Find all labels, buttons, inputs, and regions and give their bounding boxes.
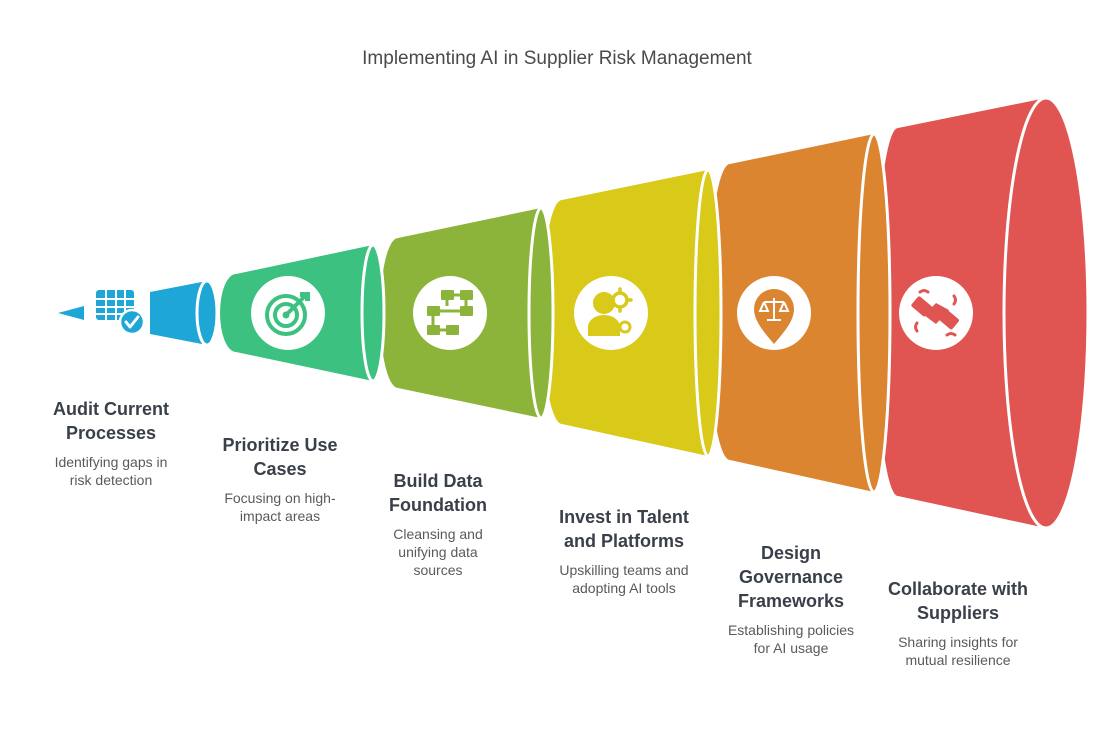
funnel-segment-6: [876, 96, 1090, 530]
funnel-segment-1: [150, 279, 219, 347]
stage-6-description: Sharing insights for mutual resilience: [898, 634, 1018, 668]
spreadsheet-check-icon: [96, 290, 146, 336]
diagram-title: Implementing AI in Supplier Risk Managem…: [362, 48, 752, 69]
stage-5-title: Design Governance Frameworks: [737, 543, 845, 611]
stage-4-description: Upskilling teams and adopting AI tools: [559, 562, 689, 596]
stage-1-description: Identifying gaps in risk detection: [54, 454, 168, 488]
stage-6-title: Collaborate with Suppliers: [888, 579, 1029, 623]
stage-3-text: Build Data Foundation Cleansing and unif…: [380, 469, 496, 579]
stage-5-text: Design Governance Frameworks Establishin…: [714, 541, 868, 657]
stage-1-text: Audit Current Processes Identifying gaps…: [40, 397, 182, 489]
stage-2-title: Prioritize Use Cases: [222, 435, 338, 479]
handshake-icon: [899, 276, 973, 350]
funnel-tip: [58, 306, 84, 320]
stage-3-description: Cleansing and unifying data sources: [393, 526, 483, 578]
target-icon: [251, 276, 325, 350]
stage-4-title: Invest in Talent and Platforms: [559, 507, 689, 551]
data-flow-icon: [413, 276, 487, 350]
stage-1-title: Audit Current Processes: [53, 399, 169, 443]
scales-pin-icon: [737, 276, 811, 350]
stage-2-text: Prioritize Use Cases Focusing on high-im…: [212, 433, 348, 525]
person-gear-icon: [574, 276, 648, 350]
stage-4-text: Invest in Talent and Platforms Upskillin…: [546, 505, 702, 597]
stage-3-title: Build Data Foundation: [389, 471, 487, 515]
stage-5-description: Establishing policies for AI usage: [727, 622, 855, 656]
stage-2-description: Focusing on high-impact areas: [224, 490, 336, 524]
stage-6-text: Collaborate with Suppliers Sharing insig…: [880, 577, 1036, 669]
